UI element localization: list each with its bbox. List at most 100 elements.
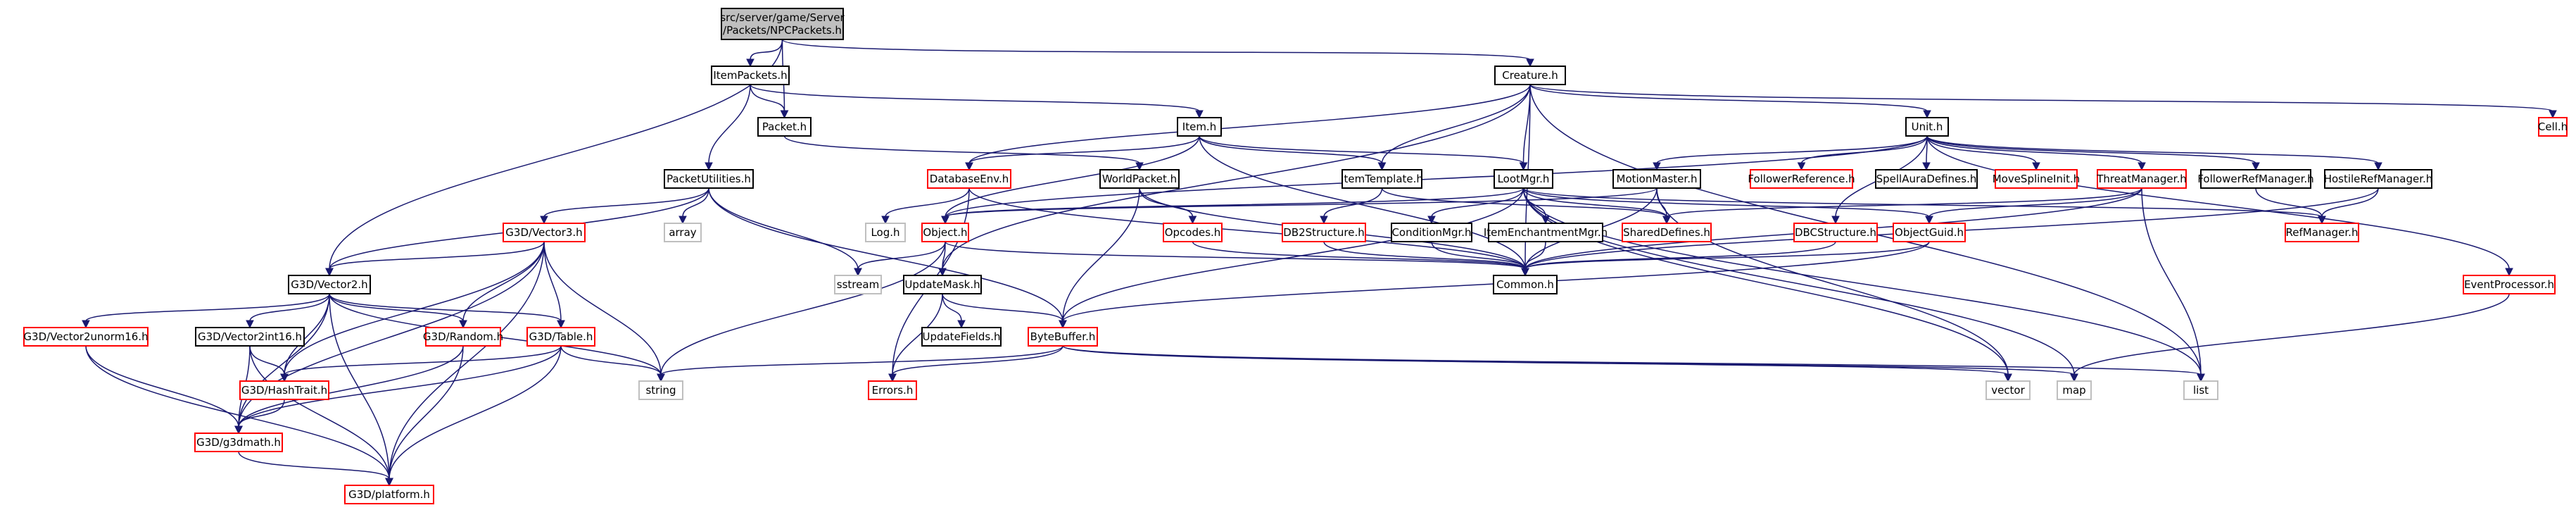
node-followerrefmanager[interactable]: FollowerRefManager.h [2197, 169, 2314, 189]
edge-line [1522, 187, 2009, 375]
node-array: array [664, 223, 702, 242]
edge-line [1529, 84, 2553, 112]
node-label: DBCStructure.h [1795, 226, 1876, 239]
node-box [1028, 327, 1098, 347]
node-label: WorldPacket.h [1102, 173, 1177, 185]
node-threatmanager[interactable]: ThreatManager.h [2096, 169, 2187, 189]
node-spellauradefines[interactable]: SpellAuraDefines.h [1875, 169, 1978, 189]
node-itemtemplate[interactable]: ItemTemplate.h [1341, 169, 1423, 189]
node-g3dvector3[interactable]: G3D/Vector3.h [503, 223, 586, 242]
node-label: Errors.h [872, 384, 914, 397]
edge-npc-to-creature [781, 39, 1534, 68]
node-packet[interactable]: Packet.h [757, 117, 812, 137]
node-common[interactable]: Common.h [1493, 275, 1558, 294]
node-dbcstructure[interactable]: DBCStructure.h [1793, 223, 1878, 242]
node-lootmgr[interactable]: LootMgr.h [1494, 169, 1553, 189]
edge-line [2141, 187, 2202, 375]
node-hostilerefmanager[interactable]: HostileRefManager.h [2324, 169, 2433, 189]
node-label: ItemTemplate.h [1341, 173, 1423, 185]
node-shareddefines[interactable]: SharedDefines.h [1622, 223, 1712, 242]
node-objectguid[interactable]: ObjectGuid.h [1893, 223, 1966, 242]
edge-line [1926, 135, 2510, 270]
node-box [2183, 380, 2218, 400]
edge-unit-to-followerrefmanager [1926, 135, 2260, 171]
node-label: MoveSplineInit.h [1993, 173, 2081, 185]
node-box [868, 380, 917, 400]
node-updatemask[interactable]: UpdateMask.h [903, 275, 982, 294]
node-movesplineinit[interactable]: MoveSplineInit.h [1993, 169, 2081, 189]
edge-line [783, 135, 1140, 164]
node-conditionmgr[interactable]: ConditionMgr.h [1391, 223, 1472, 242]
node-errors[interactable]: Errors.h [868, 380, 917, 400]
node-box [503, 223, 586, 242]
node-box [1099, 169, 1180, 189]
node-itempackets[interactable]: ItemPackets.h [711, 66, 790, 85]
node-eventprocessor[interactable]: EventProcessor.h [2463, 275, 2556, 294]
edge-itemtemplate-to-db2structure [1320, 187, 1383, 225]
node-updatefields[interactable]: UpdateFields.h [921, 327, 1002, 347]
edge-creature-to-unit [1529, 84, 1931, 119]
edge-line [329, 293, 562, 322]
node-label: vector [1991, 384, 2025, 397]
node-followerreference[interactable]: FollowerReference.h [1748, 169, 1855, 189]
node-itemenchantmentmgr[interactable]: ItemEnchantmentMgr.h [1484, 223, 1608, 242]
node-box [1341, 169, 1422, 189]
node-g3dplatform[interactable]: G3D/platform.h [344, 485, 434, 504]
edge-line [750, 84, 785, 112]
node-box [927, 169, 1011, 189]
node-refmanager[interactable]: RefManager.h [2285, 223, 2359, 242]
node-cell[interactable]: Cell.h [2538, 117, 2568, 137]
node-g3dg3dmath[interactable]: G3D/g3dmath.h [194, 433, 283, 452]
edge-arrowhead [941, 216, 949, 225]
node-label: Creature.h [1502, 69, 1558, 82]
node-g3dtable[interactable]: G3D/Table.h [526, 327, 595, 347]
node-box [921, 327, 1002, 347]
node-g3dvector2unorm16[interactable]: G3D/Vector2unorm16.h [23, 327, 149, 347]
edge-item-to-lootmgr [1199, 135, 1528, 171]
edge-line [2255, 187, 2323, 218]
node-worldpacket[interactable]: WorldPacket.h [1099, 169, 1180, 189]
node-databaseenv[interactable]: DatabaseEnv.h [927, 169, 1011, 189]
node-g3dhashtrait[interactable]: G3D/HashTrait.h [239, 380, 329, 400]
node-box [664, 223, 702, 242]
node-label: sstream [837, 278, 879, 291]
edge-line [1062, 187, 1140, 322]
node-packetutilities[interactable]: PacketUtilities.h [664, 169, 754, 189]
edge-line [1666, 187, 2142, 218]
edges-layer [82, 39, 2557, 487]
edge-unit-to-eventprocessor [1926, 135, 2513, 277]
edge-line [1522, 187, 1930, 218]
node-box [711, 66, 790, 85]
edge-arrowhead [2138, 162, 2146, 171]
node-g3drandom[interactable]: G3D/Random.h [423, 327, 503, 347]
edge-eventprocessor-to-map [2070, 293, 2510, 382]
node-box [1793, 223, 1878, 242]
node-g3dvector2int16[interactable]: G3D/Vector2int16.h [195, 327, 305, 347]
edge-line [238, 451, 390, 480]
edge-line [249, 345, 285, 375]
node-string: string [638, 380, 683, 400]
edge-bytebuffer-to-string [657, 345, 1063, 382]
node-g3dvector2[interactable]: G3D/Vector2.h [288, 275, 371, 294]
node-unit[interactable]: Unit.h [1905, 117, 1949, 137]
edge-unit-to-motionmaster [1653, 135, 1928, 171]
edge-arrowhead [385, 478, 393, 487]
node-box [195, 327, 305, 347]
node-opcodes[interactable]: Opcodes.h [1163, 223, 1223, 242]
node-label: EventProcessor.h [2464, 278, 2554, 291]
node-object[interactable]: Object.h [921, 223, 969, 242]
node-db2structure[interactable]: DB2Structure.h [1282, 223, 1366, 242]
edge-arrowhead [678, 216, 687, 225]
edge-arrowhead [2070, 373, 2078, 382]
edge-line [389, 345, 464, 480]
node-item[interactable]: Item.h [1177, 117, 1222, 137]
node-creature[interactable]: Creature.h [1494, 66, 1566, 85]
node-box [865, 223, 906, 242]
edge-g3dhashtrait-to-g3dg3dmath [234, 399, 285, 435]
node-bytebuffer[interactable]: ByteBuffer.h [1028, 327, 1098, 347]
edge-npc-to-itempackets [746, 39, 783, 68]
edge-line [968, 187, 1526, 270]
node-label: SharedDefines.h [1623, 226, 1710, 239]
node-motionmaster[interactable]: MotionMaster.h [1612, 169, 1701, 189]
